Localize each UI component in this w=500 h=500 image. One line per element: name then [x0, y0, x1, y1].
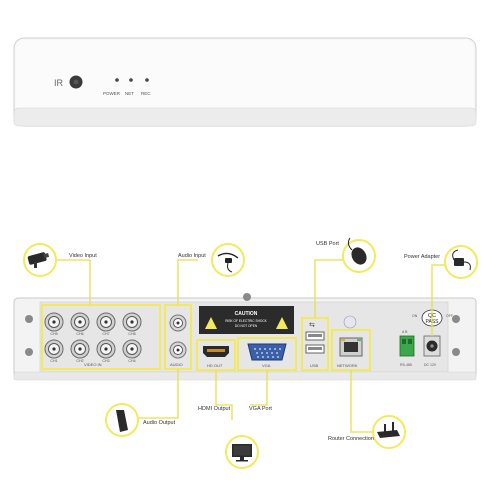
hd-out-label: HD OUT [207, 363, 223, 368]
caution-label [199, 306, 294, 334]
vga-label: VGA [262, 363, 271, 368]
caution-title: CAUTION [235, 311, 258, 317]
ab-label: A B [402, 330, 408, 334]
network-label: NETWORK [337, 363, 358, 368]
net-led-icon [129, 78, 133, 82]
bnc-connector-ch1: CH1 [44, 339, 64, 363]
screw-left-top-icon [25, 315, 33, 323]
hdmi-output-label: HDMI Output [198, 406, 231, 412]
mouse-icon [347, 237, 367, 265]
rec-led-icon [145, 78, 149, 82]
callout-lines [50, 259, 448, 433]
ir-label: IR [54, 78, 64, 88]
caution-line1: RISK OF ELECTRIC SHOCK [225, 319, 267, 323]
video-in-highlight [41, 304, 161, 370]
channel-label: CH8 [128, 332, 135, 336]
bnc-connector-ch5: CH5 [44, 312, 64, 336]
video-in-label: VIDEO IN [84, 362, 102, 367]
caution-line2: DO NOT OPEN [235, 324, 258, 328]
bnc-connector-ch6: CH6 [70, 312, 90, 336]
vga-port-icon [247, 343, 287, 361]
power-led-icon [115, 78, 119, 82]
speaker-icon [116, 410, 128, 432]
audio-output-label: Audio Output [143, 420, 176, 426]
small-seal-icon [343, 315, 357, 329]
usb-symbol-icon: ⇆ [309, 322, 315, 329]
bnc-connector-ch3: CH3 [96, 339, 116, 363]
channel-label: CH4 [128, 359, 135, 363]
microphone-icon [217, 252, 239, 273]
usb-label: USB [310, 363, 319, 368]
screw-right-top-icon [452, 315, 460, 323]
screw-left-bottom-icon [25, 348, 33, 356]
net-label: NET [125, 91, 134, 96]
bnc-connector-ch8: CH8 [122, 312, 142, 336]
channel-label: CH5 [50, 332, 57, 336]
bnc-connector-ch4: CH4 [122, 339, 142, 363]
power-on-label: ON [412, 314, 418, 318]
usb-port-label: USB Port [316, 241, 339, 247]
dc-label: DC 12V [424, 363, 437, 367]
screw-top-icon [243, 293, 251, 301]
power-off-label: OFF [446, 314, 453, 318]
vga-port-label: VGA Port [249, 406, 272, 412]
channel-label: CH3 [102, 359, 109, 363]
warning-left-icon [205, 317, 217, 329]
channel-label: CH7 [102, 332, 109, 336]
bnc-connector-ch2: CH2 [70, 339, 90, 363]
dvr-front-view: IR POWER NET REC [13, 37, 477, 127]
power-adapter-label: Power Adapter [404, 254, 440, 260]
screw-right-bottom-icon [452, 348, 460, 356]
channel-label: CH1 [50, 359, 57, 363]
channel-label: CH2 [76, 359, 83, 363]
bnc-connector-ch7: CH7 [96, 312, 116, 336]
video-input-label: Video Input [69, 253, 97, 259]
router-connection-label: Router Connection [328, 436, 374, 442]
camera-icon [27, 252, 50, 268]
warning-right-icon [276, 317, 288, 329]
power-adapter-icon [452, 249, 471, 271]
router-icon [377, 422, 400, 438]
audio-label: AUDIO [170, 362, 183, 367]
audio-input-label: Audio Input [178, 253, 206, 259]
power-label: POWER [103, 91, 121, 96]
rec-label: REC [141, 91, 151, 96]
rs485-label: RS-485 [400, 363, 412, 367]
monitor-icon [232, 444, 252, 462]
channel-label: CH6 [76, 332, 83, 336]
